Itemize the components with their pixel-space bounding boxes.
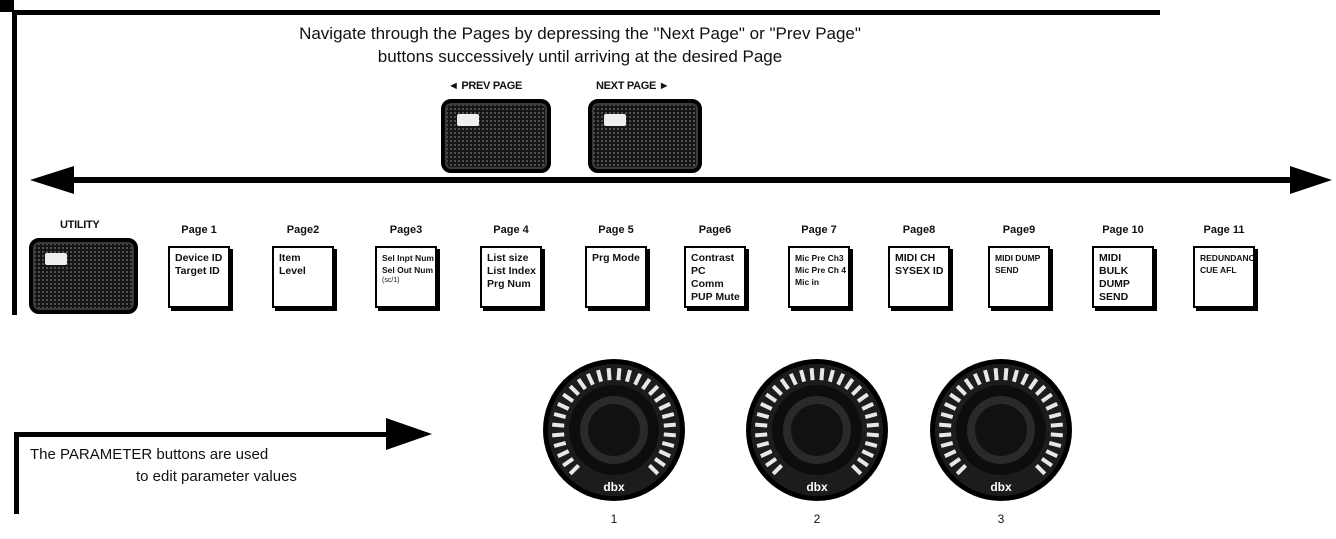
- utility-button[interactable]: [29, 238, 138, 314]
- parameter-text-line-2: to edit parameter values: [136, 468, 297, 485]
- page-label: Page9: [1002, 224, 1036, 236]
- page-card-line: Level: [279, 265, 306, 277]
- page-card-line: Prg Num: [487, 278, 531, 290]
- utility-label: UTILITY: [60, 219, 100, 231]
- knob-number: 1: [610, 512, 618, 526]
- arrow-right-head: [1290, 166, 1332, 194]
- parameter-text-line-1: The PARAMETER buttons are used: [30, 446, 269, 463]
- page-card-line: SYSEX ID: [895, 265, 944, 277]
- parameter-knob[interactable]: dbx: [926, 355, 1076, 505]
- page-label: Page 11: [1203, 224, 1245, 236]
- page-card-line: Sel Out Num: [382, 265, 434, 275]
- page-label: Page 1: [181, 224, 217, 236]
- page-card-line: Item: [279, 252, 301, 264]
- parameter-arrow: [14, 418, 432, 514]
- page-card-line: Target ID: [175, 265, 220, 277]
- page-card-line: Device ID: [175, 252, 223, 264]
- page-card: REDUNDANCY CUE AFL: [1193, 246, 1255, 308]
- page-card-line: MIDI CH: [895, 252, 936, 264]
- knob-number: 2: [813, 512, 821, 526]
- page-label: Page 10: [1102, 224, 1144, 236]
- page-label: Page6: [698, 224, 732, 236]
- page-card-line: MIDI BULK: [1099, 252, 1129, 277]
- instruction-line-2: buttons successively until arriving at t…: [377, 47, 783, 66]
- page-card-line: SEND: [995, 265, 1019, 275]
- arrow-shaft: [70, 177, 1296, 183]
- prev-page-button[interactable]: [441, 99, 551, 173]
- page-card-line: MIDI DUMP: [995, 253, 1041, 263]
- page-card-line: CUE AFL: [1200, 265, 1237, 275]
- knob-number: 3: [997, 512, 1005, 526]
- arrow-left-head: [30, 166, 74, 194]
- page-card-line: Mic in: [795, 277, 820, 287]
- page-card-line: (sc/1): [382, 277, 400, 284]
- page-label: Page8: [902, 224, 936, 236]
- utility-led: [45, 253, 67, 265]
- page-card-line: Contrast: [691, 252, 735, 264]
- knob-brand-logo: dbx: [603, 480, 625, 494]
- page-card: MIDI DUMP SEND: [988, 246, 1050, 308]
- page-label: Page3: [389, 224, 423, 236]
- page-label: Page 7: [801, 224, 837, 236]
- knob-brand-logo: dbx: [990, 480, 1012, 494]
- next-page-led: [604, 114, 626, 126]
- frame-left-line: [12, 10, 17, 315]
- page-card-line: Prg Mode: [592, 252, 640, 264]
- navigation-arrow: [30, 166, 1332, 194]
- page-card-line: List Index: [487, 265, 537, 277]
- next-page-button[interactable]: [588, 99, 702, 173]
- page-card-line: Mic Pre Ch 4: [795, 265, 847, 275]
- navigation-instructions: Navigate through the Pages by depressing…: [150, 22, 1010, 68]
- page-card-line: REDUNDANCY: [1200, 253, 1255, 263]
- parameter-knob[interactable]: dbx: [742, 355, 892, 505]
- parameter-knob[interactable]: dbx: [539, 355, 689, 505]
- page-label: Page2: [286, 224, 320, 236]
- page-label: Page 4: [493, 224, 529, 236]
- page-card-line: PUP Mute: [691, 291, 740, 303]
- frame-top-line: [14, 10, 1160, 15]
- page-label: Page 5: [598, 224, 634, 236]
- page-card-line: Mic Pre Ch3: [795, 253, 844, 263]
- page-card-line: SEND: [1099, 291, 1129, 303]
- instruction-line-1: Navigate through the Pages by depressing…: [299, 24, 861, 43]
- page-card-line: List size: [487, 252, 529, 264]
- knob-brand-logo: dbx: [806, 480, 828, 494]
- page-card-line: PC Comm: [691, 265, 724, 290]
- prev-page-label: ◄ PREV PAGE: [448, 80, 523, 92]
- page-card-line: DUMP: [1099, 278, 1130, 290]
- top-left-fragment: [0, 0, 14, 12]
- prev-page-led: [457, 114, 479, 126]
- next-page-label: NEXT PAGE ►: [596, 80, 670, 92]
- page-card: Prg Mode: [585, 246, 647, 308]
- page-card-line: Sel Inpt Num: [382, 253, 434, 263]
